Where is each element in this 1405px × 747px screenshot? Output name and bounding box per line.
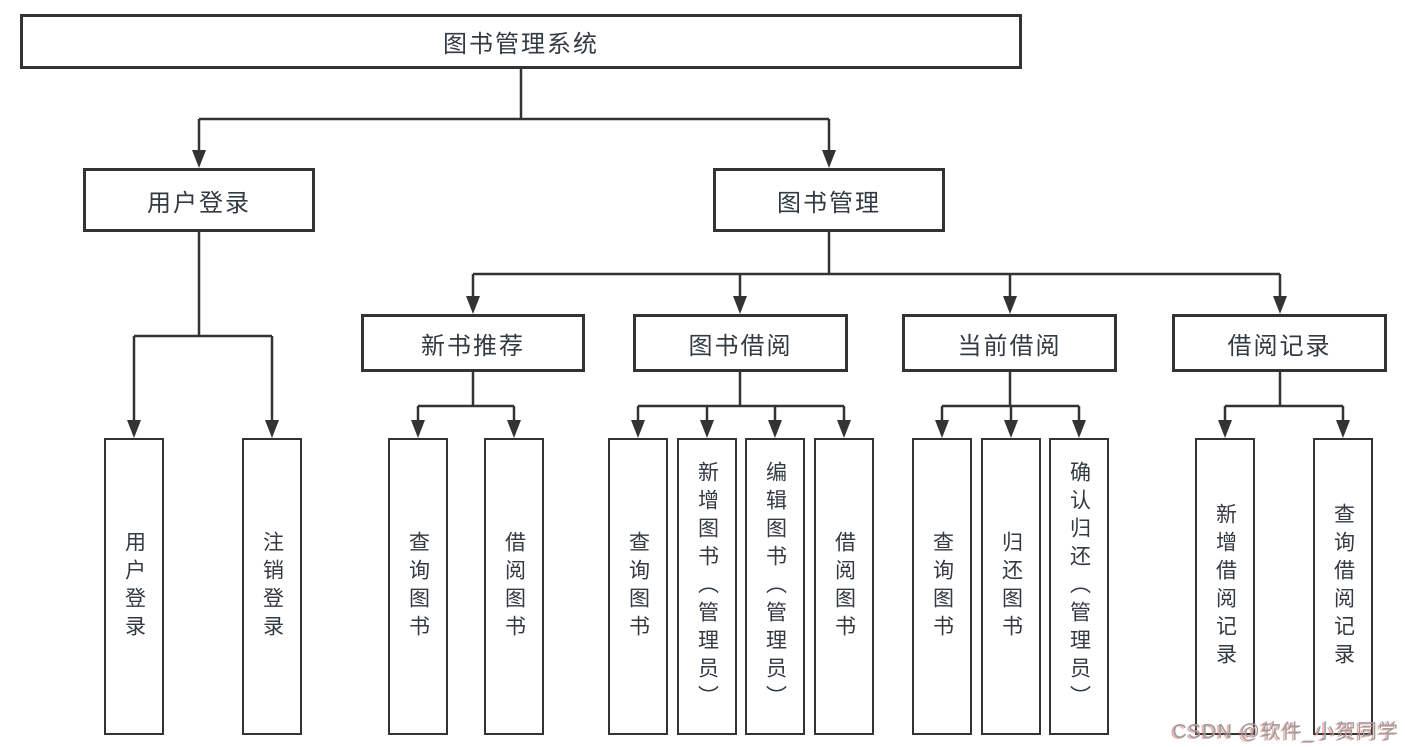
node-root: 图书管理系统 [20, 14, 1022, 69]
node-current-borrowing: 当前借阅 [902, 314, 1117, 372]
leaf-return-books: 归还图书 [981, 438, 1041, 735]
csdn-watermark: CSDN @软件_小贺同学 [1172, 721, 1399, 743]
leaf-user-login: 用户登录 [104, 438, 164, 735]
connector-book-borrowing-to-leaves [631, 372, 851, 438]
leaf-confirm-return-admin-label: 确认归还（管理员） [1067, 460, 1091, 713]
leaf-edit-books-admin-label: 编辑图书（管理员） [763, 460, 787, 713]
node-root-label: 图书管理系统 [443, 31, 599, 58]
leaf-user-login-label: 用户登录 [122, 530, 146, 643]
leaf-query-borrow-record-label: 查询借阅记录 [1331, 502, 1355, 671]
connector-root-to-level2 [192, 69, 836, 168]
leaf-query-books-borrow-label: 查询图书 [626, 530, 650, 643]
leaf-borrow-books-label: 借阅图书 [832, 530, 856, 643]
leaf-query-borrow-record: 查询借阅记录 [1313, 438, 1373, 735]
node-book-borrowing-label: 图书借阅 [688, 332, 793, 360]
leaf-add-books-admin-label: 新增图书（管理员） [695, 460, 719, 713]
node-user-login: 用户登录 [83, 168, 315, 232]
leaf-borrow-books-recommend: 借阅图书 [484, 438, 544, 735]
leaf-add-borrow-record: 新增借阅记录 [1195, 438, 1255, 735]
node-current-borrowing-label: 当前借阅 [957, 332, 1062, 360]
node-user-login-label: 用户登录 [147, 189, 251, 217]
leaf-add-borrow-record-label: 新增借阅记录 [1213, 502, 1237, 671]
node-book-management-label: 图书管理 [777, 189, 881, 217]
node-new-book-recommendation: 新书推荐 [361, 314, 585, 372]
connector-current-borrowing-to-leaves [935, 372, 1086, 438]
leaf-edit-books-admin: 编辑图书（管理员） [745, 438, 805, 735]
node-book-management: 图书管理 [713, 168, 945, 232]
leaf-query-books-recommend-label: 查询图书 [406, 530, 430, 643]
leaf-add-books-admin: 新增图书（管理员） [677, 438, 737, 735]
connector-book-management-to-level3 [466, 232, 1287, 314]
leaf-confirm-return-admin: 确认归还（管理员） [1049, 438, 1109, 735]
leaf-query-books-borrow: 查询图书 [608, 438, 668, 735]
leaf-query-books-current: 查询图书 [912, 438, 972, 735]
leaf-borrow-books-recommend-label: 借阅图书 [502, 530, 526, 643]
connector-user-login-to-leaves [127, 232, 279, 438]
node-borrowing-records-label: 借阅记录 [1227, 332, 1332, 360]
node-new-book-recommendation-label: 新书推荐 [421, 332, 525, 360]
leaf-logout: 注销登录 [242, 438, 302, 735]
connector-borrowing-records-to-leaves [1218, 372, 1350, 438]
leaf-query-books-current-label: 查询图书 [930, 530, 954, 643]
leaf-borrow-books: 借阅图书 [814, 438, 874, 735]
node-borrowing-records: 借阅记录 [1172, 314, 1387, 372]
node-book-borrowing: 图书借阅 [633, 314, 848, 372]
leaf-return-books-label: 归还图书 [999, 530, 1023, 643]
connector-new-book-to-leaves [411, 372, 521, 438]
leaf-logout-label: 注销登录 [260, 530, 284, 643]
leaf-query-books-recommend: 查询图书 [388, 438, 448, 735]
